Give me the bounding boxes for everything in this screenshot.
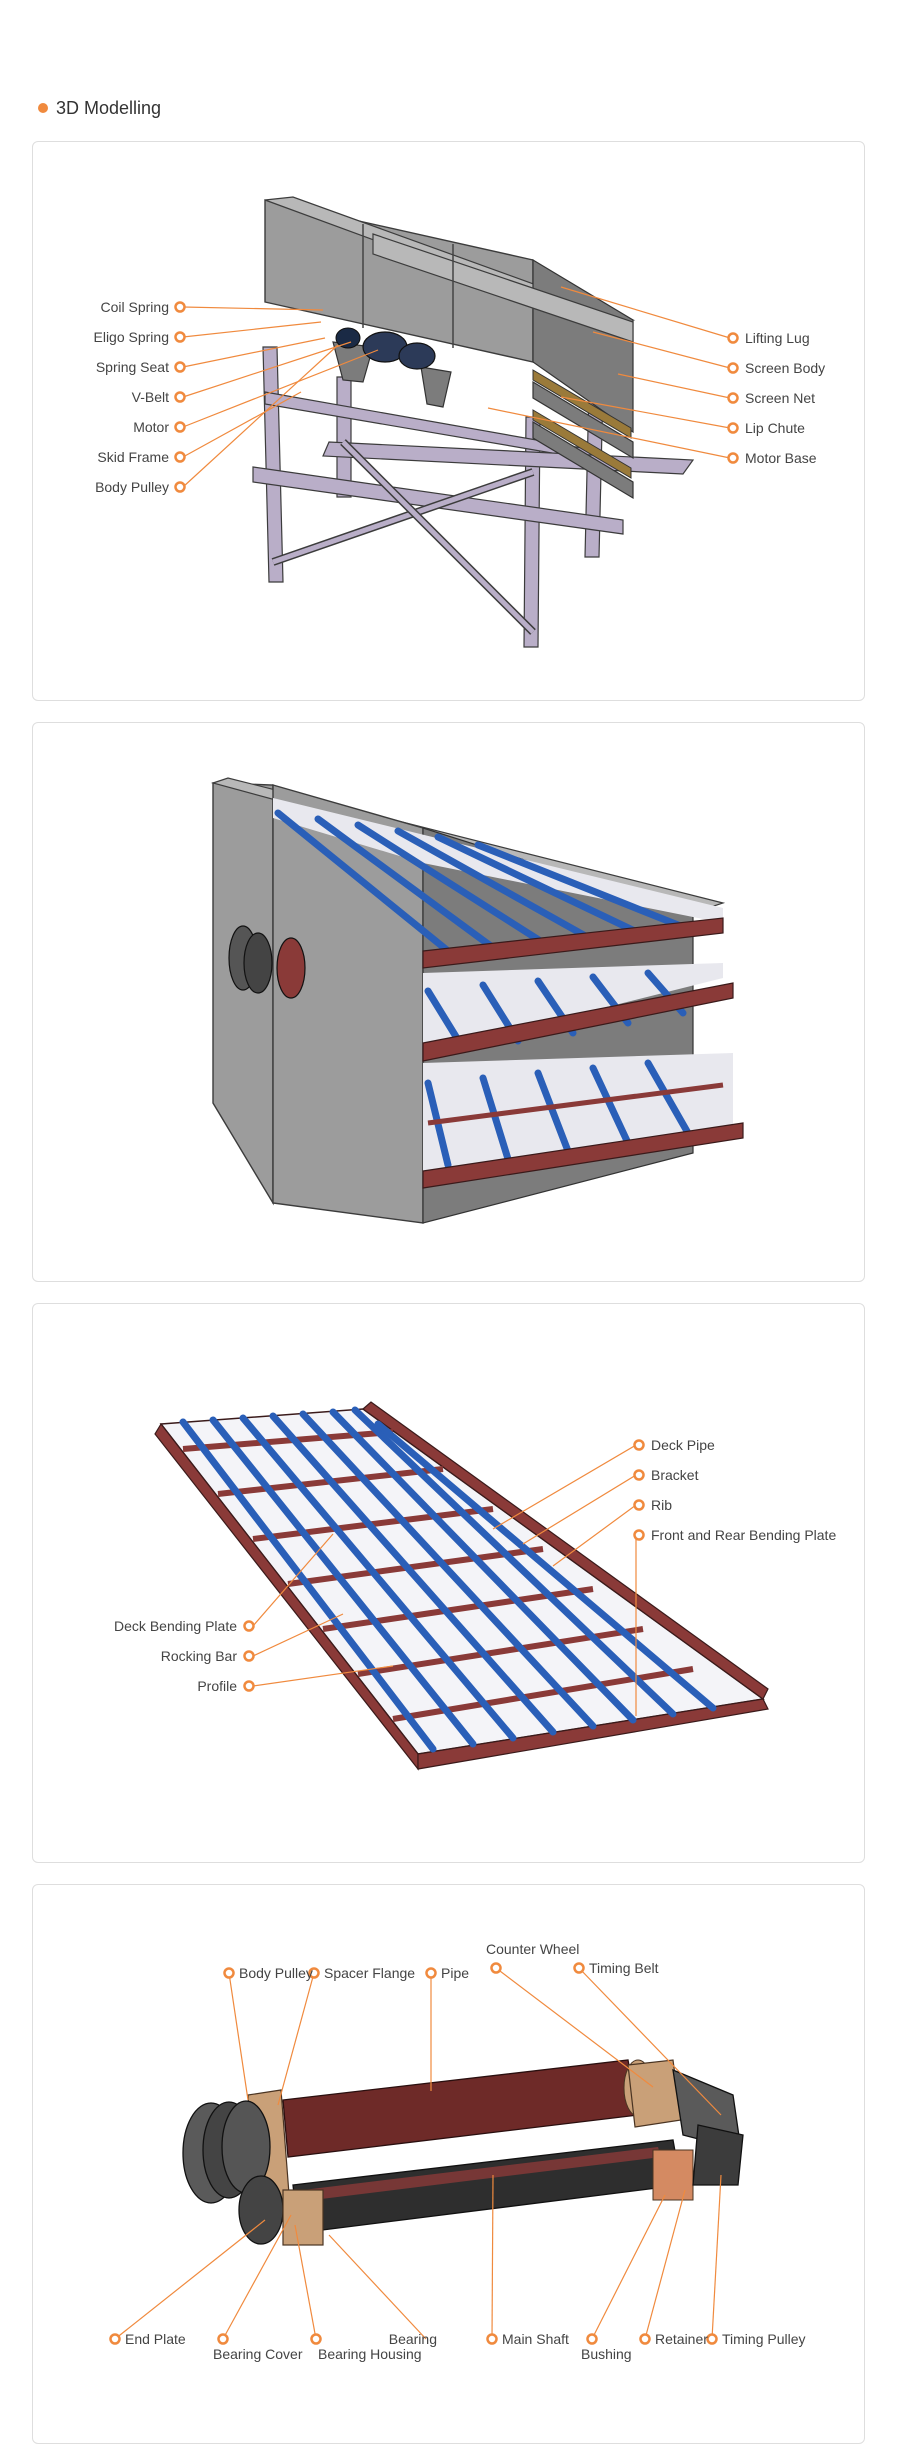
deck-frame-illustration: Deck Pipe Bracket Rib Front and Rear Ben… (114, 1401, 836, 1771)
section-header: 3D Modelling (38, 96, 161, 120)
label-motor: Motor (133, 419, 169, 435)
markers-left (174, 301, 186, 493)
label-bracket: Bracket (651, 1467, 699, 1483)
label-bearing-cover: Bearing Cover (213, 2346, 303, 2362)
skid-frame-drawing (252, 346, 695, 648)
motor-drawing (335, 327, 436, 370)
markers (243, 1439, 645, 1692)
label-motor-base: Motor Base (745, 450, 817, 466)
label-spacer-flange: Spacer Flange (324, 1965, 415, 1981)
label-lifting-lug: Lifting Lug (745, 330, 810, 346)
label-coil-spring: Coil Spring (101, 299, 169, 315)
label-deck-bending-plate: Deck Bending Plate (114, 1618, 237, 1634)
label-screen-body: Screen Body (745, 360, 825, 376)
leader-lines (114, 1967, 722, 2340)
label-timing-pulley: Timing Pulley (722, 2331, 806, 2347)
screen-body-drawing (264, 196, 636, 500)
label-deck-pipe: Deck Pipe (651, 1437, 715, 1453)
vibrating-screen-illustration: Coil Spring Eligo Spring Spring Seat V-B… (94, 196, 825, 648)
deck-frame-drawing (154, 1401, 769, 1771)
label-eligo-spring: Eligo Spring (94, 329, 170, 345)
section-title: 3D Modelling (56, 97, 162, 118)
deck-middle (422, 963, 734, 1062)
leader-lines (182, 286, 731, 488)
label-v-belt: V-Belt (132, 389, 169, 405)
label-pipe: Pipe (441, 1965, 469, 1981)
panel-three-deck-screen (32, 722, 865, 1282)
label-skid-frame: Skid Frame (97, 449, 169, 465)
leader-lines (252, 1444, 637, 1716)
label-end-plate: End Plate (125, 2331, 186, 2347)
exciter-drawing (182, 2059, 744, 2246)
bullet-icon (38, 103, 48, 113)
label-body-pulley: Body Pulley (95, 479, 169, 495)
label-screen-net: Screen Net (745, 390, 815, 406)
panel-exciter-assembly: Body Pulley Spacer Flange Pipe Counter W… (32, 1884, 865, 2444)
label-bushing: Bushing (581, 2346, 632, 2362)
pulley-drawing (228, 925, 306, 999)
label-profile: Profile (197, 1678, 237, 1694)
label-lip-chute: Lip Chute (745, 420, 805, 436)
panel-deck-frame: Deck Pipe Bracket Rib Front and Rear Ben… (32, 1303, 865, 1863)
label-front-rear-bending-plate: Front and Rear Bending Plate (651, 1527, 836, 1543)
label-main-shaft: Main Shaft (502, 2331, 569, 2347)
label-rocking-bar: Rocking Bar (161, 1648, 238, 1664)
three-deck-screen-illustration (210, 777, 744, 1224)
deck-bottom (422, 1053, 744, 1189)
label-bearing-housing: Bearing Housing (318, 2346, 422, 2362)
exciter-assembly-illustration: Body Pulley Spacer Flange Pipe Counter W… (109, 1941, 806, 2362)
markers (109, 1962, 718, 2345)
label-spring-seat: Spring Seat (96, 359, 169, 375)
label-counter-wheel: Counter Wheel (486, 1941, 579, 1957)
deck-top (273, 798, 724, 969)
label-bearing: Bearing (389, 2331, 437, 2347)
panel-vibrating-screen-overview: Coil Spring Eligo Spring Spring Seat V-B… (32, 141, 865, 701)
label-body-pulley: Body Pulley (239, 1965, 313, 1981)
label-timing-belt: Timing Belt (589, 1960, 659, 1976)
markers-right (727, 332, 739, 464)
label-rib: Rib (651, 1497, 672, 1513)
label-retainer: Retainer (655, 2331, 708, 2347)
